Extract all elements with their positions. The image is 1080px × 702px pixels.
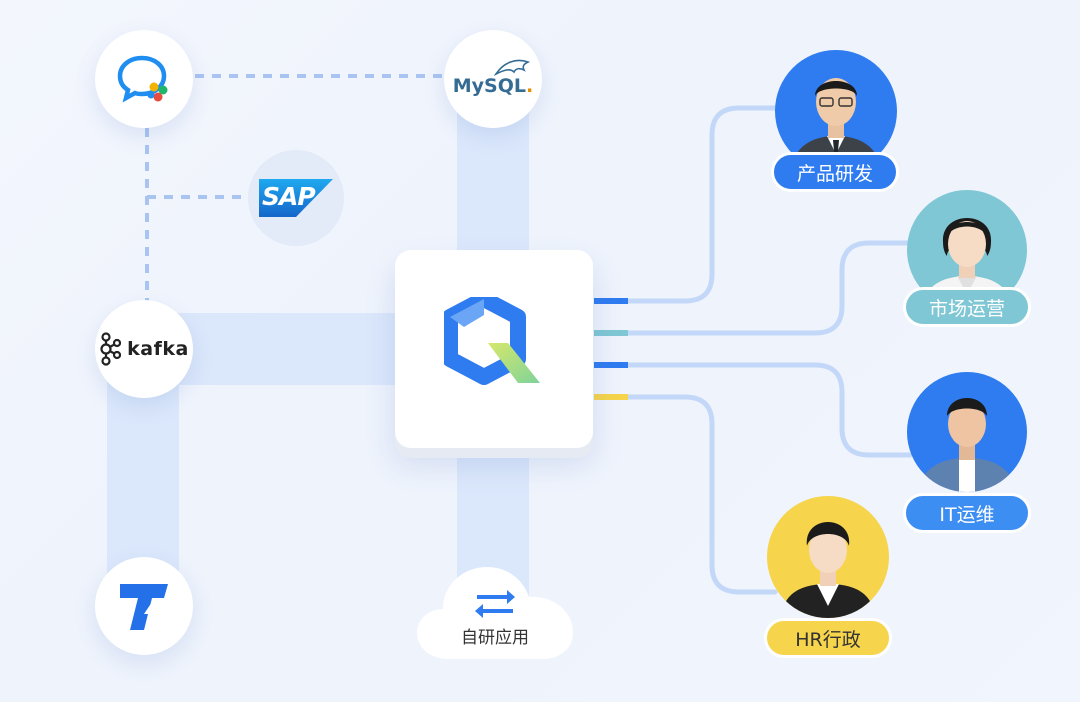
port-yellow <box>594 394 628 400</box>
kafka-icon <box>100 332 122 366</box>
sap-logo <box>259 179 333 217</box>
team-pill-marketing[interactable]: 市场运营 <box>903 287 1031 327</box>
mysql-label-dot: . <box>526 75 534 97</box>
tapd-arrow-icon <box>120 584 168 630</box>
team-pill-hr[interactable]: HR行政 <box>764 618 892 658</box>
sap-label: SAP <box>262 182 316 211</box>
port-blue-2 <box>594 362 628 368</box>
link-product <box>625 105 783 304</box>
kafka-node[interactable]: kafka <box>95 300 193 398</box>
self-built-app-label: 自研应用 <box>461 628 529 648</box>
team-pill-product[interactable]: 产品研发 <box>771 152 899 192</box>
self-built-app-node[interactable]: 自研应用 <box>415 555 575 665</box>
port-teal <box>594 330 628 336</box>
port-blue-1 <box>594 298 628 304</box>
team-pill-it[interactable]: IT运维 <box>903 493 1031 533</box>
link-marketing <box>625 240 913 336</box>
avatar-hr <box>767 496 889 618</box>
avatar-hr-person <box>781 522 875 618</box>
link-it <box>625 362 913 458</box>
wecom-chat-icon <box>117 55 168 103</box>
avatar-it <box>907 372 1027 492</box>
kafka-label: kafka <box>127 338 189 360</box>
mysql-node[interactable]: MySQL. <box>444 30 542 128</box>
q-logo-icon <box>444 297 540 385</box>
tapd-node[interactable] <box>95 557 193 655</box>
band-horizontal <box>150 313 410 385</box>
sap-node[interactable]: SAP <box>248 150 344 246</box>
avatar-it-person <box>919 398 1015 492</box>
dolphin-icon <box>494 59 531 76</box>
mysql-label-main: MySQL <box>452 75 527 97</box>
swap-arrows-icon <box>475 590 515 618</box>
wecom-node[interactable] <box>95 30 193 128</box>
central-hub[interactable] <box>395 250 593 448</box>
link-hr <box>625 394 778 595</box>
mysql-label: MySQL. <box>453 75 533 97</box>
avatar-product <box>775 50 897 172</box>
